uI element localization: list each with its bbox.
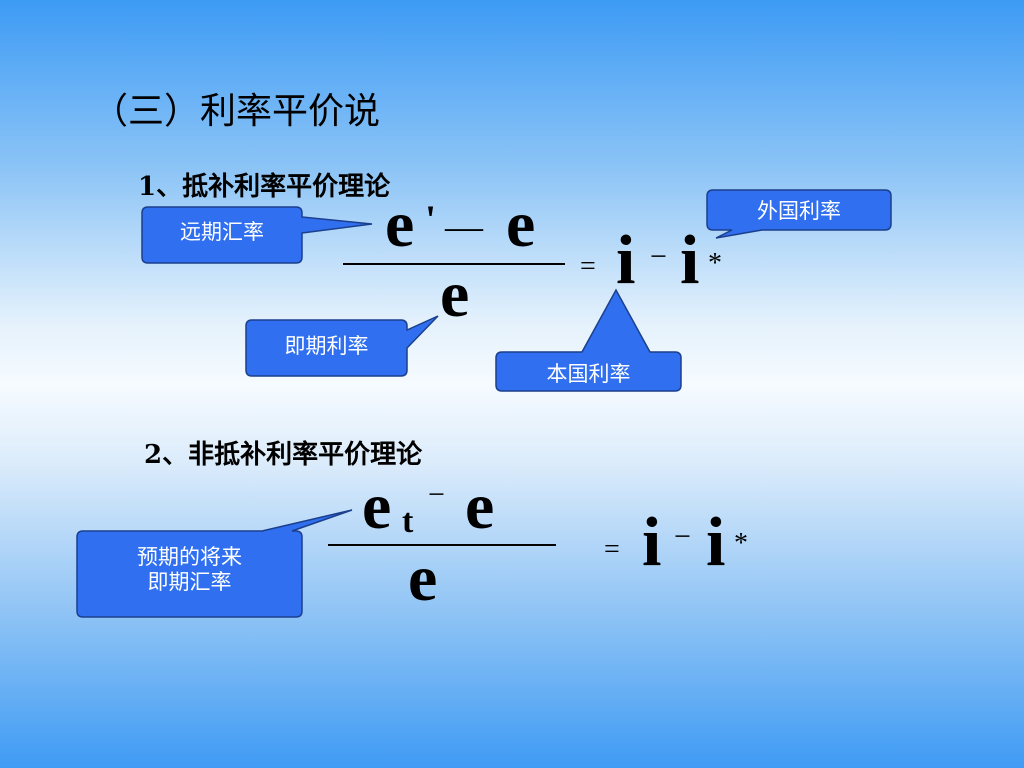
f1-fraction-bar bbox=[343, 263, 565, 265]
callout-foreign-rate-shape bbox=[706, 189, 892, 239]
f1-star: * bbox=[708, 248, 722, 279]
f1-equals: = bbox=[580, 251, 596, 282]
callout-foreign-rate-label: 外国利率 bbox=[757, 199, 841, 223]
f2-rhs-minus: − bbox=[674, 520, 691, 553]
f2-rhs-i-foreign: i bbox=[706, 504, 726, 581]
f1-rhs-i-foreign: i bbox=[680, 222, 700, 299]
f2-rhs-i-domestic: i bbox=[642, 504, 662, 581]
f1-rhs-i-domestic: i bbox=[616, 222, 636, 299]
f1-denominator-e: e bbox=[440, 258, 470, 331]
page-title: （三）利率平价说 bbox=[92, 91, 381, 132]
callout-spot-rate-label: 即期利率 bbox=[284, 334, 369, 358]
callout-domestic-rate-shape bbox=[495, 288, 682, 392]
callout-forward-rate-shape bbox=[141, 206, 373, 264]
f1-numerator-e-forward: e bbox=[385, 188, 415, 261]
section2-heading: 2、非抵补利率平价理论 bbox=[144, 440, 423, 470]
callout-expected-spot-line1: 预期的将来 bbox=[137, 545, 242, 569]
f1-numerator-minus: — bbox=[445, 206, 483, 248]
f1-numerator-e-spot: e bbox=[506, 188, 536, 261]
f2-numerator-e-spot: e bbox=[465, 470, 495, 543]
callout-spot-rate-shape bbox=[245, 315, 439, 377]
callout-forward-rate-label: 远期汇率 bbox=[180, 220, 264, 244]
callout-expected-spot-shape bbox=[76, 509, 353, 618]
callout-expected-spot-line2: 即期汇率 bbox=[147, 570, 232, 595]
f2-star: * bbox=[734, 528, 748, 559]
f2-numerator-e-expected: e bbox=[362, 470, 392, 543]
f2-fraction-bar bbox=[328, 544, 556, 546]
f1-prime-mark: ' bbox=[425, 197, 437, 242]
callout-domestic-rate-label: 本国利率 bbox=[546, 362, 631, 386]
f2-denominator-e: e bbox=[408, 542, 438, 615]
section1-heading: 1、抵补利率平价理论 bbox=[138, 172, 391, 202]
f1-rhs-minus: − bbox=[650, 240, 667, 273]
f2-numerator-minus: − bbox=[428, 478, 445, 511]
callout-expected-spot-label: 预期的将来 即期汇率 bbox=[77, 545, 302, 595]
f2-subscript-t: t bbox=[402, 503, 414, 540]
f2-equals: = bbox=[604, 534, 620, 565]
